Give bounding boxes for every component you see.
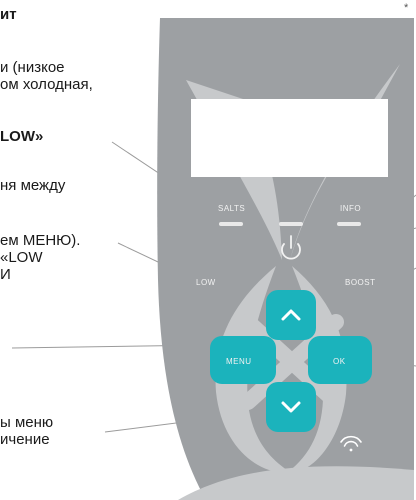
text-line: И	[0, 266, 11, 283]
salts-indicator	[219, 222, 243, 226]
display-screen	[191, 99, 388, 177]
power-icon[interactable]	[281, 235, 301, 260]
down-button[interactable]	[266, 382, 316, 432]
center-indicator	[279, 222, 303, 226]
salts-label: SALTS	[218, 204, 245, 213]
arrow-cross	[240, 314, 344, 410]
boost-label: BOOST	[345, 278, 376, 287]
wifi-icon	[340, 435, 362, 452]
menu-label: MENU	[226, 357, 252, 366]
chevron-down-icon	[281, 401, 301, 413]
ok-label: OK	[333, 357, 346, 366]
up-button[interactable]	[266, 290, 316, 340]
info-indicator	[337, 222, 361, 226]
chevron-up-icon	[281, 309, 301, 321]
text-line-title: ит	[0, 6, 17, 23]
text-line: ня между	[0, 177, 66, 194]
ok-button[interactable]	[308, 336, 372, 384]
menu-button[interactable]	[210, 336, 276, 384]
text-line: ем МЕНЮ).	[0, 232, 81, 249]
text-line: и (низкое	[0, 59, 65, 76]
footnote-mark: *	[404, 2, 409, 14]
text-line-low-mode: LOW»	[0, 128, 44, 145]
text-line: «LOW	[0, 249, 43, 266]
text-line: ом холодная,	[0, 76, 93, 93]
info-label: INFO	[340, 204, 361, 213]
text-line: ичение	[0, 431, 50, 448]
low-label: LOW	[196, 278, 216, 287]
text-line: ы меню	[0, 414, 54, 431]
